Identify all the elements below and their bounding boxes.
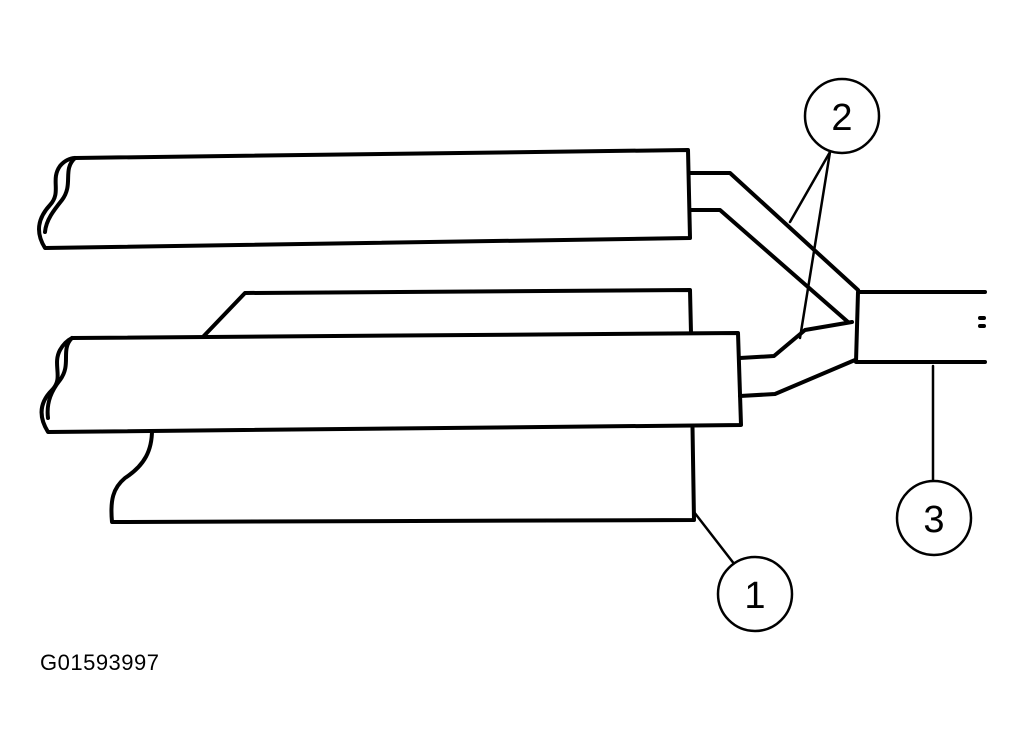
callout-1-circle [716,555,794,633]
callout-3-label: 3 [923,499,944,541]
splice-sleeve [854,290,987,364]
callout-2-circle [803,77,881,155]
leader-line-2b [798,150,832,340]
upper-wire-end-curl [43,156,77,234]
splice-sleeve-mark [978,316,986,328]
leader-line-1 [692,510,737,567]
callout-2-label: 2 [831,97,852,139]
leader-line-2a [788,150,832,224]
lower-wire-strand-top [738,320,854,360]
callout-1-label: 1 [744,575,765,617]
upper-wire-cable [37,148,692,250]
lower-wire-cable [39,331,743,434]
lower-wire-strand-bottom [738,358,857,398]
callout-3-circle [895,479,973,557]
upper-wire-strand-bottom [688,208,850,324]
figure-id: G01593997 [40,650,160,675]
upper-wire-strand-top [688,171,860,292]
lower-wire-end-curl [45,336,74,420]
